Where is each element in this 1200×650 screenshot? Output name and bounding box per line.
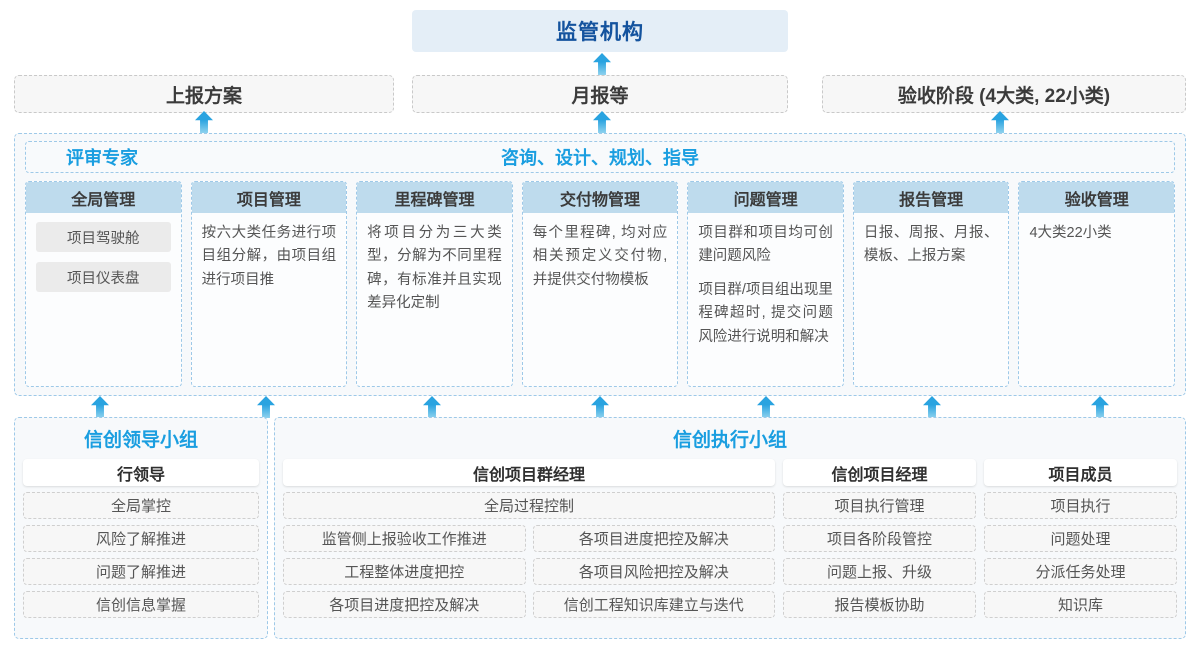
function-card[interactable]: 报告管理日报、周报、月报、模板、上报方案 (852, 181, 1010, 387)
function-card-paragraph: 4大类22小类 (1029, 225, 1112, 241)
report-box-submission-plan: 上报方案 (14, 75, 394, 113)
function-card-title: 项目管理 (191, 182, 347, 213)
advisory-left-label: 评审专家 (66, 148, 138, 168)
role-header[interactable]: 项目成员 (984, 459, 1177, 486)
arrow-up-to-monthly-report-icon (593, 111, 611, 133)
advisory-center-label: 咨询、设计、规划、指导 (501, 148, 699, 168)
role-column: 项目成员项目执行问题处理分派任务处理知识库 (984, 459, 1177, 630)
role-item[interactable]: 信创信息掌握 (23, 591, 259, 618)
function-card-body: 日报、周报、月报、模板、上报方案 (854, 213, 1009, 386)
function-card-paragraph: 项目群/项目组出现里程碑超时, 提交问题风险进行说明和解决 (698, 281, 833, 345)
function-card-title: 报告管理 (853, 182, 1009, 213)
function-card-paragraph: 每个里程碑, 均对应相关预定义交付物, 并提供交付物模板 (532, 225, 668, 288)
function-card-body: 按六大类任务进行项目组分解，由项目组进行项目推 (192, 213, 347, 386)
group-leadership-title: 信创领导小组 (83, 430, 198, 451)
role-subcolumn: 监管侧上报验收工作推进工程整体进度把控各项目进度把控及解决 (283, 525, 526, 618)
function-card-title: 全局管理 (26, 182, 181, 213)
function-card-body: 4大类22小类 (1019, 213, 1174, 386)
arrow-up-to-authority-icon (593, 53, 611, 75)
role-item[interactable]: 问题处理 (984, 525, 1177, 552)
arrow-up-to-acceptance-stage-icon (991, 111, 1009, 133)
arrow-up-to-card-0-icon (91, 396, 109, 418)
function-card[interactable]: 交付物管理每个里程碑, 均对应相关预定义交付物, 并提供交付物模板 (521, 181, 679, 387)
function-card-title: 交付物管理 (522, 182, 678, 213)
arrow-up-to-card-1-icon (257, 396, 275, 418)
role-subgrid: 监管侧上报验收工作推进工程整体进度把控各项目进度把控及解决各项目进度把控及解决各… (283, 525, 776, 618)
function-card-body: 项目群和项目均可创建问题风险项目群/项目组出现里程碑超时, 提交问题风险进行说明… (688, 213, 843, 386)
function-card[interactable]: 项目管理按六大类任务进行项目组分解，由项目组进行项目推 (190, 181, 348, 387)
advisory-panel: 评审专家 咨询、设计、规划、指导 全局管理项目驾驶舱项目仪表盘项目管理按六大类任… (14, 133, 1186, 396)
function-card[interactable]: 里程碑管理将项目分为三大类型，分解为不同里程碑，有标准并且实现差异化定制 (356, 181, 513, 387)
function-card[interactable]: 验收管理 4大类22小类 (1018, 181, 1176, 387)
role-header[interactable]: 信创项目群经理 (283, 459, 776, 486)
function-card[interactable]: 问题管理项目群和项目均可创建问题风险项目群/项目组出现里程碑超时, 提交问题风险… (687, 181, 844, 387)
role-item[interactable]: 报告模板协助 (783, 591, 977, 618)
role-item[interactable]: 工程整体进度把控 (283, 558, 526, 585)
arrow-up-to-card-5-icon (923, 396, 941, 418)
role-item[interactable]: 各项目进度把控及解决 (532, 525, 776, 552)
role-column: 信创项目经理项目执行管理项目各阶段管控问题上报、升级报告模板协助 (783, 459, 977, 630)
role-item[interactable]: 风险了解推进 (23, 525, 259, 552)
role-item[interactable]: 项目执行 (984, 492, 1177, 519)
advisory-header: 评审专家 咨询、设计、规划、指导 (25, 141, 1175, 173)
authority-box: 监管机构 (412, 10, 788, 52)
group-execution-title: 信创执行小组 (672, 430, 787, 451)
role-item[interactable]: 各项目风险把控及解决 (532, 558, 776, 585)
role-item[interactable]: 监管侧上报验收工作推进 (283, 525, 526, 552)
arrow-up-to-submission-plan-icon (195, 111, 213, 133)
group-execution-columns: 信创项目群经理全局过程控制监管侧上报验收工作推进工程整体进度把控各项目进度把控及… (283, 459, 1177, 630)
function-card-body: 将项目分为三大类型，分解为不同里程碑，有标准并且实现差异化定制 (357, 213, 512, 386)
function-card-paragraph: 按六大类任务进行项目组分解，由项目组进行项目推 (201, 225, 337, 288)
function-card-chip[interactable]: 项目驾驶舱 (36, 222, 171, 252)
function-card-chip[interactable]: 项目仪表盘 (36, 262, 171, 292)
arrow-up-to-card-3-icon (591, 396, 609, 418)
role-item[interactable]: 全局掌控 (23, 492, 259, 519)
group-execution: 信创执行小组 信创项目群经理全局过程控制监管侧上报验收工作推进工程整体进度把控各… (274, 417, 1186, 639)
role-column: 信创项目群经理全局过程控制监管侧上报验收工作推进工程整体进度把控各项目进度把控及… (283, 459, 776, 630)
role-header[interactable]: 行领导 (23, 459, 259, 486)
role-subcolumn: 各项目进度把控及解决各项目风险把控及解决信创工程知识库建立与迭代 (532, 525, 776, 618)
role-item[interactable]: 全局过程控制 (283, 492, 776, 519)
role-item[interactable]: 各项目进度把控及解决 (283, 591, 526, 618)
function-card-title: 里程碑管理 (357, 182, 512, 213)
function-card-paragraph: 将项目分为三大类型，分解为不同里程碑，有标准并且实现差异化定制 (367, 225, 502, 312)
group-leadership-columns: 行领导全局掌控风险了解推进问题了解推进信创信息掌握 (23, 459, 259, 630)
function-card-title: 问题管理 (688, 182, 843, 213)
arrow-up-to-card-6-icon (1091, 396, 1109, 418)
function-card-body: 每个里程碑, 均对应相关预定义交付物, 并提供交付物模板 (523, 213, 678, 386)
role-item[interactable]: 分派任务处理 (984, 558, 1177, 585)
role-item[interactable]: 项目执行管理 (783, 492, 977, 519)
function-card-list: 全局管理项目驾驶舱项目仪表盘项目管理按六大类任务进行项目组分解，由项目组进行项目… (25, 181, 1176, 387)
function-card[interactable]: 全局管理项目驾驶舱项目仪表盘 (25, 181, 182, 387)
group-leadership: 信创领导小组 行领导全局掌控风险了解推进问题了解推进信创信息掌握 (14, 417, 268, 639)
role-item[interactable]: 知识库 (984, 591, 1177, 618)
function-card-title: 验收管理 (1019, 182, 1175, 213)
role-header[interactable]: 信创项目经理 (783, 459, 977, 486)
function-card-body: 项目驾驶舱项目仪表盘 (26, 213, 181, 386)
arrow-up-to-card-4-icon (757, 396, 775, 418)
role-item[interactable]: 问题上报、升级 (783, 558, 977, 585)
report-box-acceptance-stage: 验收阶段 (4大类, 22小类) (822, 75, 1186, 113)
function-card-paragraph: 项目群和项目均可创建问题风险 (698, 225, 833, 265)
role-item[interactable]: 问题了解推进 (23, 558, 259, 585)
role-column: 行领导全局掌控风险了解推进问题了解推进信创信息掌握 (23, 459, 259, 630)
report-box-monthly-report: 月报等 (412, 75, 788, 113)
arrow-up-to-card-2-icon (423, 396, 441, 418)
role-item[interactable]: 信创工程知识库建立与迭代 (532, 591, 776, 618)
function-card-paragraph: 日报、周报、月报、模板、上报方案 (863, 225, 999, 265)
role-item[interactable]: 项目各阶段管控 (783, 525, 977, 552)
